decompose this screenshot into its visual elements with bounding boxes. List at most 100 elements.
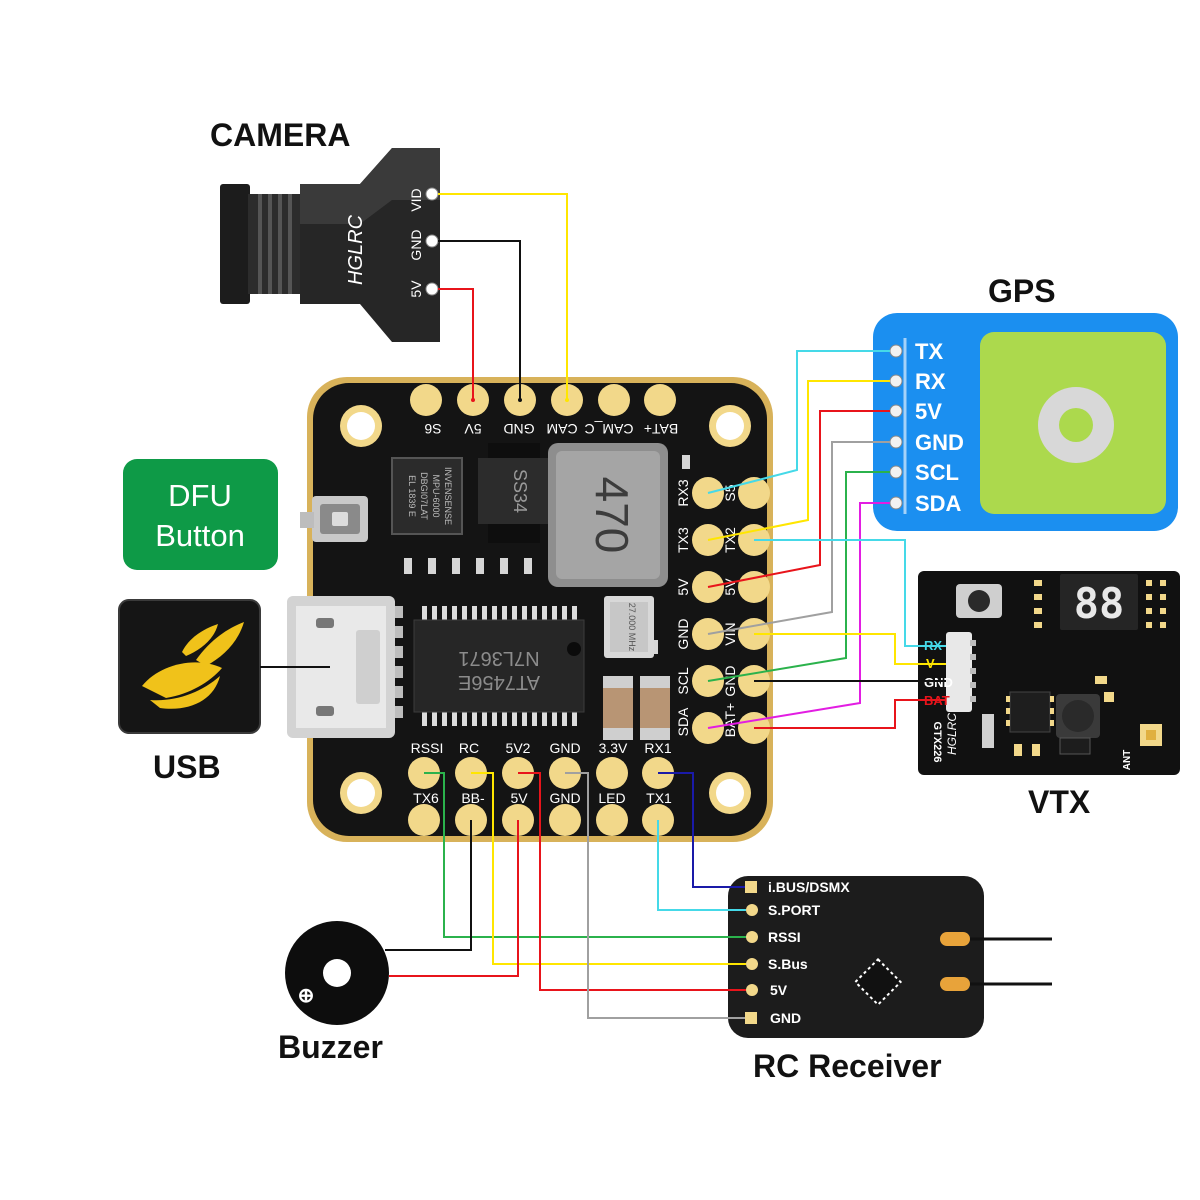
osd-chip: AT7456E N7L3671 bbox=[413, 606, 585, 726]
wire-gps-rx bbox=[707, 380, 890, 541]
gps-pin-label: SDA bbox=[915, 491, 962, 516]
gps-pin-label: GND bbox=[915, 430, 964, 455]
vtx-display: 88 bbox=[1074, 579, 1125, 628]
wire-gps-5v bbox=[707, 410, 890, 588]
osd-text: AT7456E bbox=[458, 671, 540, 693]
fc-top-label: 5V bbox=[464, 421, 482, 437]
fc-bottom-bottom-label: GND bbox=[549, 790, 580, 806]
fc-right-outer-label: 5V bbox=[675, 578, 691, 596]
dfu-switch[interactable] bbox=[300, 496, 368, 542]
vtx-model: GTX226 bbox=[931, 722, 943, 763]
buzzer-plus-icon: ⊕ bbox=[298, 985, 315, 1007]
wire-gps-sda bbox=[707, 502, 890, 729]
vtx-pin-label: GND bbox=[924, 675, 953, 690]
fc-right-outer-label: SDA bbox=[675, 707, 691, 736]
diode-chip: SS34 bbox=[478, 443, 550, 543]
flight-controller: S6 5V GND CAM_C CAM BAT+ INVENSENSE MPU-… bbox=[287, 377, 773, 842]
fc-right-outer-label: TX3 bbox=[675, 527, 691, 553]
camera-pin-gnd bbox=[425, 234, 439, 248]
wire-vtx-bat bbox=[754, 699, 946, 729]
dfu-line1: DFU bbox=[168, 478, 232, 513]
fc-bottom-bottom-label: 5V bbox=[510, 790, 528, 806]
capacitors bbox=[603, 676, 670, 740]
gps-pin-label: TX bbox=[915, 339, 943, 364]
fc-right-labels: RX3 TX3 5V GND SCL SDA S5 TX2 5V VIN GND… bbox=[675, 479, 738, 737]
wire-cam-gnd bbox=[438, 240, 521, 400]
gps-pin bbox=[889, 404, 903, 418]
gps-pin bbox=[889, 465, 903, 479]
rc-receiver: i.BUS/DSMX S.PORT RSSI S.Bus 5V GND bbox=[728, 876, 1052, 1038]
fc-bottom-labels: RSSI RC 5V2 GND 3.3V RX1 TX6 BB- 5V GND … bbox=[411, 740, 672, 806]
dfu-line2: Button bbox=[155, 518, 245, 553]
fc-right-outer-label: GND bbox=[675, 618, 691, 649]
gps-pin-label: 5V bbox=[915, 399, 942, 424]
diode-text: SS34 bbox=[510, 469, 530, 513]
fc-right-outer-label: SCL bbox=[675, 667, 691, 694]
rx-pin-label: i.BUS/DSMX bbox=[768, 879, 850, 895]
wire-cam-5v bbox=[438, 288, 474, 400]
fc-top-label: CAM_C bbox=[584, 421, 633, 437]
vtx-ant-label: ANT bbox=[1122, 750, 1133, 771]
gps-pin-label: RX bbox=[915, 369, 946, 394]
wire-vtx-rx bbox=[754, 539, 946, 647]
camera-pin-label: GND bbox=[408, 229, 424, 260]
fc-bottom-bottom-label: BB- bbox=[461, 790, 485, 806]
wire-buzzer-neg bbox=[385, 820, 472, 951]
camera: HGLRC VID GND 5V bbox=[220, 148, 440, 342]
wire-rx-sbus bbox=[471, 772, 746, 965]
fc-right-inner-label: BAT+ bbox=[722, 703, 738, 737]
imu-text: MPU-6000 bbox=[431, 474, 441, 517]
rc-receiver-title: RC Receiver bbox=[753, 1048, 942, 1084]
fc-bottom-bottom-label: LED bbox=[598, 790, 625, 806]
wire-gps-gnd bbox=[707, 441, 890, 635]
imu-text: INVENSENSE bbox=[443, 467, 453, 525]
fc-right-inner-label: 5V bbox=[722, 578, 738, 596]
fc-bottom-bottom-label: TX6 bbox=[413, 790, 439, 806]
fc-bottom-top-label: RSSI bbox=[411, 740, 444, 756]
wire-buzzer-pos bbox=[389, 820, 519, 977]
usb-logo bbox=[118, 599, 330, 734]
rx-pin-label: RSSI bbox=[768, 929, 801, 945]
fc-right-inner-label: VIN bbox=[722, 622, 738, 645]
wires bbox=[385, 193, 946, 1019]
inductor-text: 470 bbox=[586, 477, 638, 554]
dfu-button-badge: DFU Button bbox=[123, 459, 278, 570]
wire-rx-ibus bbox=[658, 772, 745, 888]
wire-rx-5v bbox=[518, 772, 746, 991]
imu-text: DBGI07LAT bbox=[419, 472, 429, 520]
fc-bottom-top-label: 5V2 bbox=[506, 740, 531, 756]
fc-right-inner-label: GND bbox=[722, 665, 738, 696]
gps-pin bbox=[889, 344, 903, 358]
fc-bottom-top-label: RX1 bbox=[644, 740, 671, 756]
imu-text: EL 1839 E bbox=[407, 475, 417, 517]
fc-bottom-top-label: GND bbox=[549, 740, 580, 756]
wire-vtx-v bbox=[754, 633, 946, 665]
wire-rx-sport bbox=[657, 820, 746, 911]
gps-title: GPS bbox=[988, 273, 1056, 309]
fc-top-labels: S6 5V GND CAM_C CAM BAT+ bbox=[424, 421, 678, 437]
wire-rx-rssi bbox=[424, 772, 746, 938]
fc-right-outer-label: RX3 bbox=[675, 479, 691, 506]
wire-rx-gnd bbox=[565, 772, 745, 1019]
wire-gps-scl bbox=[707, 471, 890, 682]
gps-pin bbox=[889, 496, 903, 510]
wire-cam-vid bbox=[438, 193, 568, 400]
fc-top-label: GND bbox=[503, 421, 534, 437]
fc-top-label: BAT+ bbox=[644, 421, 678, 437]
vtx-title: VTX bbox=[1028, 784, 1091, 820]
inductor: 470 bbox=[548, 443, 668, 587]
rx-pin-label: S.Bus bbox=[768, 956, 808, 972]
rx-pin-label: GND bbox=[770, 1010, 801, 1026]
imu-chip: INVENSENSE MPU-6000 DBGI07LAT EL 1839 E bbox=[391, 457, 463, 535]
rx-pin-label: 5V bbox=[770, 982, 788, 998]
fc-top-label: CAM bbox=[546, 421, 577, 437]
fc-bottom-bottom-label: TX1 bbox=[646, 790, 672, 806]
mounting-holes bbox=[340, 405, 751, 814]
wire-pad-dots bbox=[471, 398, 569, 402]
usb-title: USB bbox=[153, 749, 221, 785]
gps-pin bbox=[889, 435, 903, 449]
camera-pin-vid bbox=[425, 187, 439, 201]
vtx-brand: HGLRC bbox=[945, 713, 959, 755]
crystal-text: 27.000 MHz bbox=[627, 603, 637, 652]
fc-bottom-top-label: RC bbox=[459, 740, 479, 756]
